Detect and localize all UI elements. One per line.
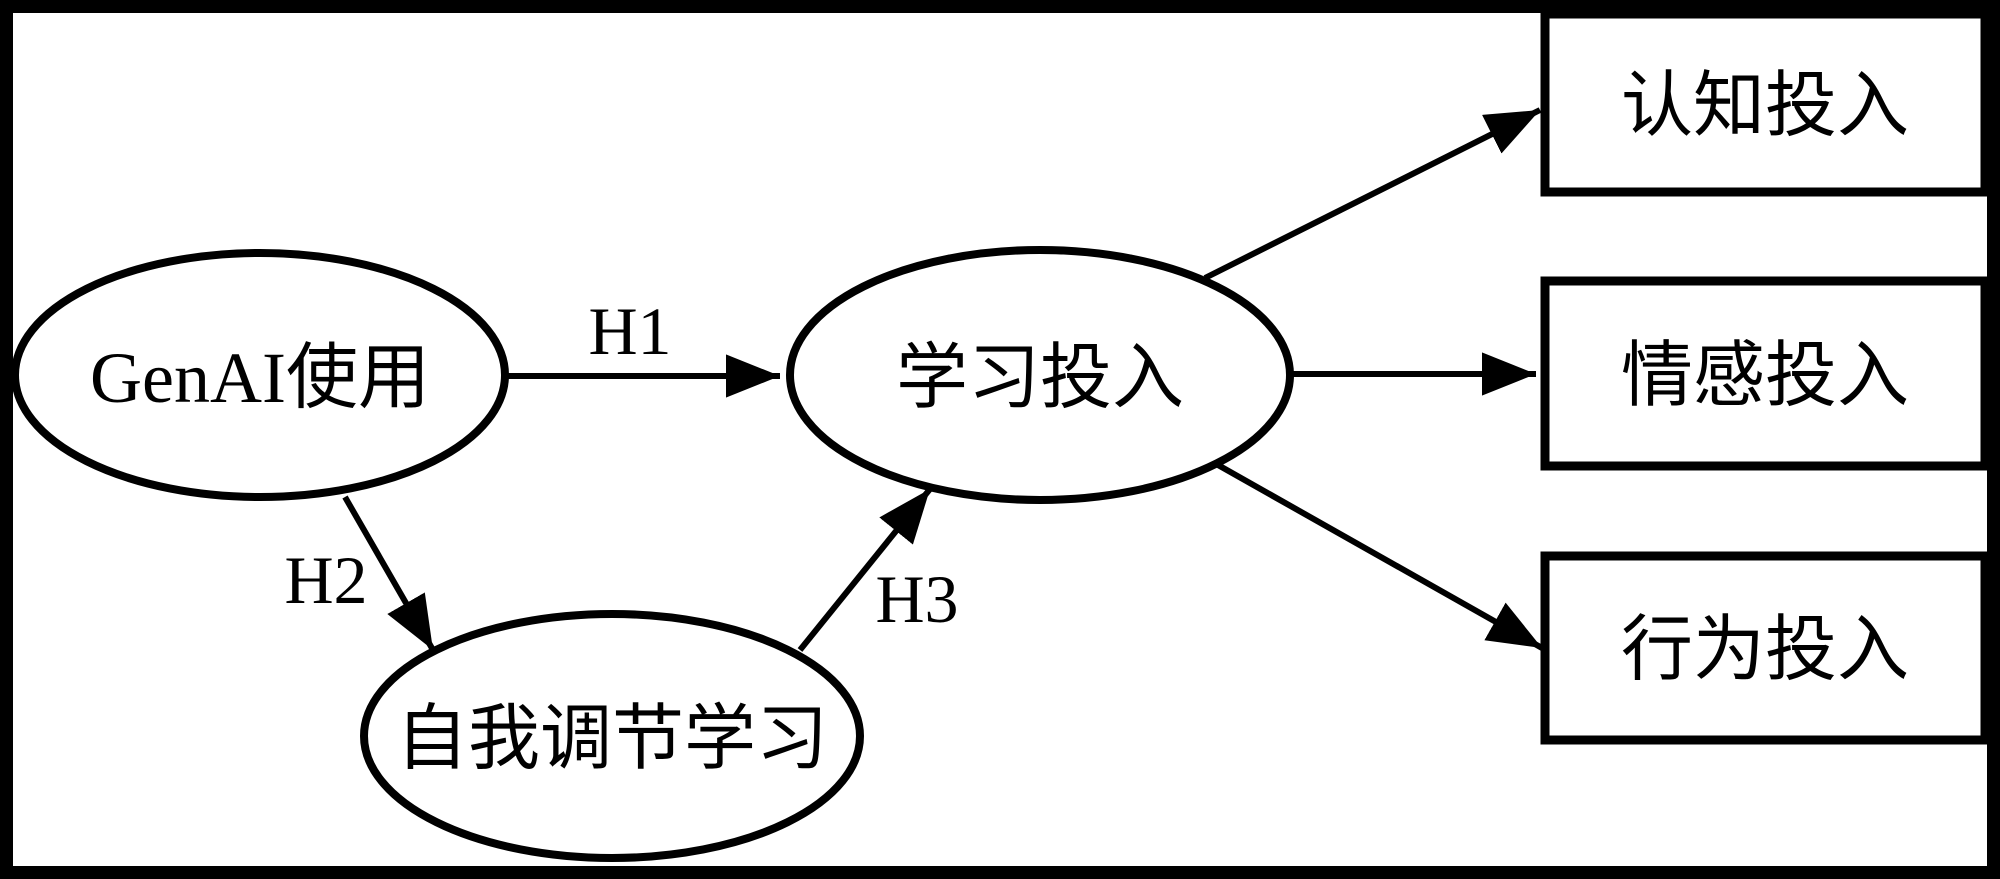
edge-h3-srl-to-learning (797, 487, 933, 652)
node-self-regulated-learning-ellipse (360, 610, 864, 862)
node-learning-engagement-label: 学习投入 (896, 338, 1184, 418)
hypothesis-h3-label: H3 (875, 561, 958, 637)
edge-learning-to-cognitive (1203, 107, 1542, 281)
node-self-regulated-learning-label: 自我调节学习 (396, 699, 828, 779)
node-learning-engagement-ellipse (786, 246, 1294, 504)
node-behavioral-engagement-rect (1540, 551, 1990, 745)
node-cognitive-engagement-label: 认知投入 (1621, 66, 1909, 146)
edge-h2-genai-to-srl (342, 495, 436, 652)
node-genai-label: GenAI使用 (90, 338, 430, 418)
node-emotional-engagement-label: 情感投入 (1621, 336, 1909, 416)
node-emotional-engagement-rect (1540, 276, 1990, 471)
hypothesis-h2-label: H2 (284, 542, 367, 618)
node-cognitive-engagement-rect (1540, 9, 1990, 197)
edge-learning-to-behavioral (1216, 462, 1544, 651)
hypothesis-h1-label: H1 (588, 293, 671, 369)
node-genai-ellipse (11, 249, 509, 501)
node-behavioral-engagement-label: 行为投入 (1621, 610, 1909, 690)
